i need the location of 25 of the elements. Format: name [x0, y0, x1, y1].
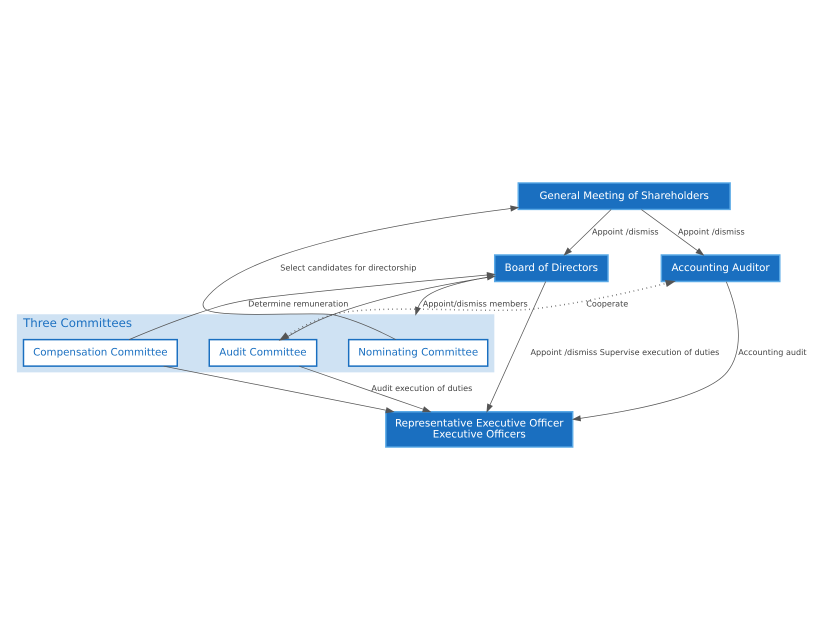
edge-label: Appoint /dismiss: [592, 226, 659, 236]
arrow: [202, 204, 520, 340]
edge-label: Cooperate: [586, 298, 628, 308]
arrow: [572, 280, 739, 421]
edge-label: Accounting audit: [738, 346, 807, 356]
node-box: Representative Executive Officer Executive Officers: [385, 410, 574, 448]
edge-label: Select candidates for directorship: [280, 262, 416, 272]
edge-label: Determine remuneration: [248, 298, 348, 308]
node-box: Nominating Committee: [348, 338, 488, 366]
node-box: General Meeting of Shareholders: [518, 182, 731, 210]
arrow: [298, 365, 432, 412]
arrow: [486, 280, 546, 412]
node-box: Board of Directors: [494, 254, 609, 282]
node-box: Accounting Auditor: [660, 254, 781, 282]
edge-label: Audit execution of duties: [371, 382, 472, 392]
arrow: [415, 275, 495, 316]
edge-label: Appoint /dismiss: [678, 226, 745, 236]
node-box: Compensation Committee: [22, 338, 178, 366]
node-box: Audit Committee: [208, 338, 318, 366]
arrow: [641, 208, 704, 256]
edge-label: Appoint /dismiss Supervise execution of duties: [530, 346, 720, 356]
edge-label: Appoint/dismiss members: [422, 298, 528, 308]
arrow: [163, 365, 395, 413]
arrow: [563, 208, 612, 256]
arrow: [278, 279, 676, 340]
